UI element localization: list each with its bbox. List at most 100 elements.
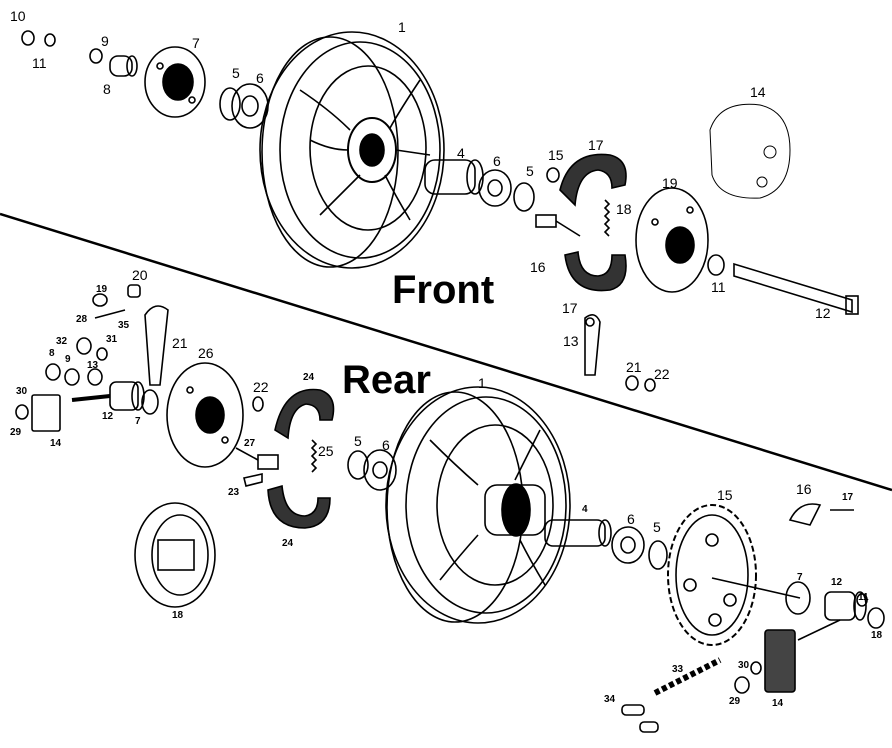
callout-front-12: 12 — [815, 305, 831, 321]
callout-rear-23: 23 — [228, 487, 240, 498]
rear-section-title: Rear — [342, 358, 431, 402]
front-wheel-rim — [259, 31, 445, 269]
callout-front-10: 10 — [10, 8, 26, 24]
callout-rear-30a: 30 — [16, 386, 28, 397]
rear-nut-9 — [64, 368, 80, 386]
callout-front-17a: 17 — [588, 137, 604, 153]
callout-front-14: 14 — [750, 84, 766, 100]
rear-brake-shoe-upper — [274, 388, 335, 440]
callout-rear-9: 9 — [65, 354, 71, 365]
rear-bolt-left — [71, 394, 111, 402]
rear-assembly — [15, 284, 885, 733]
callout-rear-30b: 30 — [738, 660, 750, 671]
callout-rear-27: 27 — [244, 438, 256, 449]
front-axle — [733, 262, 859, 315]
rear-washer-30 — [750, 661, 762, 675]
front-axle-washer — [707, 254, 725, 276]
rear-chain-link — [621, 704, 659, 733]
callout-rear-20: 20 — [132, 267, 148, 283]
callout-rear-22: 22 — [253, 379, 269, 395]
callout-rear-35: 35 — [118, 320, 130, 331]
front-washer — [89, 48, 103, 64]
callout-front-8: 8 — [103, 81, 111, 97]
callout-front-17b: 17 — [562, 300, 578, 316]
front-brake-lever — [584, 314, 601, 376]
front-cotter — [44, 33, 56, 47]
callout-front-4: 4 — [457, 145, 465, 161]
rear-brake-shim — [243, 473, 263, 487]
rear-nut-32 — [76, 337, 92, 355]
callout-rear-18a: 18 — [172, 610, 184, 621]
callout-rear-29a: 29 — [10, 427, 22, 438]
front-nut-22 — [644, 378, 656, 392]
rear-nut-19 — [92, 293, 108, 307]
rear-chain-guard-left — [31, 394, 61, 432]
rear-washer-22 — [252, 396, 264, 412]
front-brake-plate — [635, 187, 709, 293]
callout-rear-6b: 6 — [627, 511, 635, 527]
rear-nut-29 — [734, 676, 750, 694]
callout-rear-25: 25 — [318, 443, 334, 459]
front-spacer — [109, 55, 138, 77]
callout-rear-7b: 7 — [797, 572, 803, 583]
callout-rear-21: 21 — [172, 335, 188, 351]
callout-rear-18b: 18 — [871, 630, 883, 641]
front-brake-spring — [603, 199, 611, 237]
callout-front-21: 21 — [626, 359, 642, 375]
rear-nut-8 — [45, 363, 61, 381]
callout-front-15: 15 — [548, 147, 564, 163]
rear-spacer-left — [141, 389, 159, 415]
callout-rear-28: 28 — [76, 314, 88, 325]
callout-rear-5b: 5 — [653, 519, 661, 535]
rear-spacer — [785, 581, 811, 615]
callout-front-16: 16 — [530, 259, 546, 275]
callout-rear-8: 8 — [49, 348, 55, 359]
front-nut — [21, 30, 35, 46]
rear-brake-cam — [235, 447, 279, 470]
callout-front-6b: 6 — [493, 153, 501, 169]
front-brake-cam — [535, 214, 581, 237]
callout-rear-14a: 14 — [50, 438, 62, 449]
rear-bearing-right — [611, 526, 668, 570]
front-assembly — [21, 30, 859, 392]
callout-rear-19: 19 — [96, 284, 108, 295]
rear-bearing-left — [347, 449, 397, 491]
rear-axle-sleeve — [544, 519, 612, 547]
callout-rear-17: 17 — [842, 492, 854, 503]
callout-rear-16: 16 — [796, 481, 812, 497]
rear-brake-plate — [166, 362, 244, 468]
callout-rear-24a: 24 — [303, 372, 315, 383]
callout-rear-33: 33 — [672, 664, 684, 675]
front-brake-shoe-upper — [559, 153, 627, 207]
front-bearing-left — [219, 83, 269, 129]
callout-rear-1: 1 — [478, 375, 486, 391]
callout-rear-12a: 12 — [102, 411, 114, 422]
callout-front-9: 9 — [101, 33, 109, 49]
callout-front-5a: 5 — [232, 65, 240, 81]
callout-rear-14b: 14 — [772, 698, 784, 709]
front-brake-shoe-lower — [564, 251, 627, 292]
front-nut-21 — [625, 375, 639, 391]
callout-front-1: 1 — [398, 19, 406, 35]
callout-rear-31: 31 — [106, 334, 118, 345]
rear-sprocket — [667, 504, 757, 646]
callout-rear-34: 34 — [604, 694, 616, 705]
callout-front-7: 7 — [192, 35, 200, 51]
callout-rear-13: 13 — [87, 360, 99, 371]
rear-chain — [653, 657, 722, 696]
callout-rear-6a: 6 — [382, 437, 390, 453]
callout-front-18: 18 — [616, 201, 632, 217]
rear-bracket — [788, 503, 854, 526]
front-axle-sleeve — [424, 159, 560, 212]
callout-front-19: 19 — [662, 175, 678, 191]
callout-rear-12b: 12 — [831, 577, 843, 588]
rear-axle-rod — [711, 577, 801, 599]
rear-chain-guard — [764, 629, 796, 693]
callout-rear-4: 4 — [582, 504, 588, 515]
front-speedo-cover — [709, 103, 791, 199]
rear-washer-31 — [96, 347, 108, 361]
rear-adjuster-bolt — [797, 619, 841, 641]
callout-front-22: 22 — [654, 366, 670, 382]
callout-front-13: 13 — [563, 333, 579, 349]
rear-brake-arm — [144, 305, 169, 386]
